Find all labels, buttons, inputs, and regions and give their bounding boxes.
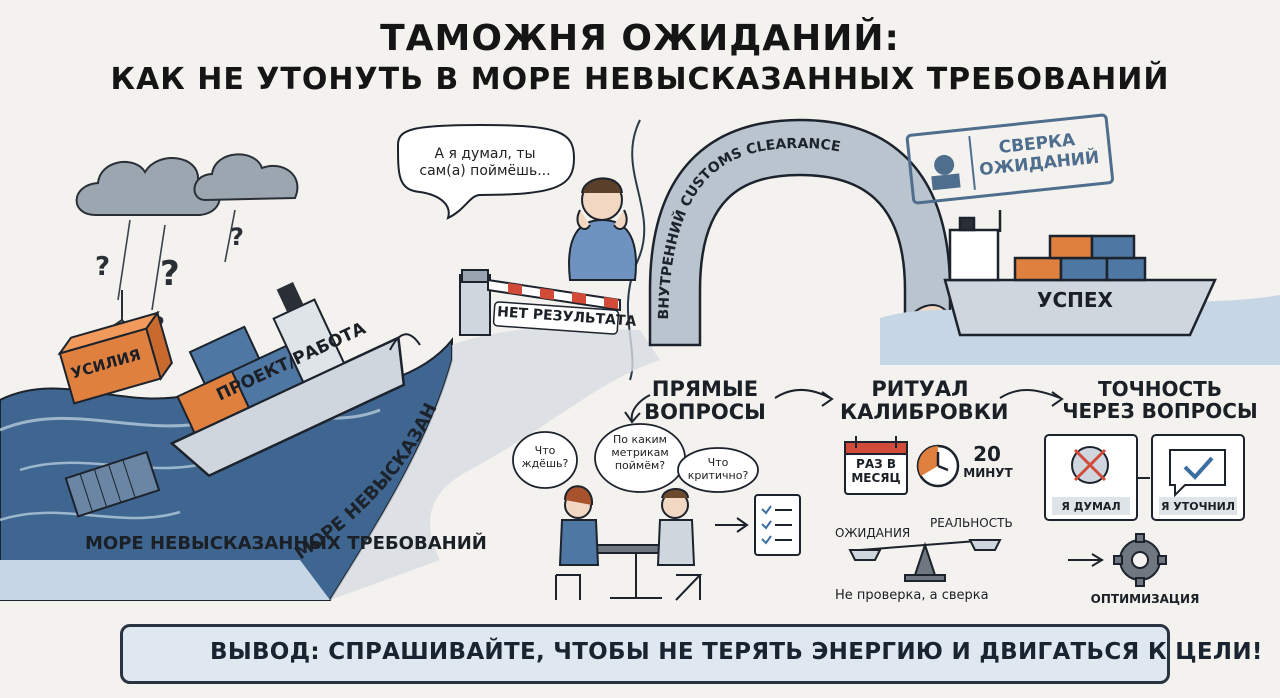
clock-icon — [916, 444, 960, 488]
question-mark-icon: ? — [230, 223, 244, 251]
worried-person-icon — [568, 177, 637, 281]
balance-scale-icon — [848, 539, 1002, 582]
question-mark-icon: ? — [95, 252, 110, 282]
card-label-assumed: Я ДУМАЛ — [1061, 500, 1121, 513]
gear-icon — [1068, 533, 1167, 587]
splash — [389, 333, 421, 351]
ritual-caption: Не проверка, а сверка — [835, 588, 989, 603]
sea-light-band — [0, 560, 330, 600]
title-line-1: ТАМОЖНЯ ОЖИДАНИЙ: — [380, 18, 900, 59]
optimization-label: ОПТИМИЗАЦИЯ — [1090, 592, 1200, 606]
scale-label-expectations: ОЖИДАНИЯ — [835, 526, 911, 540]
customs-arch — [648, 118, 952, 347]
success-ship-icon — [943, 210, 1217, 337]
bubble-metrics: По каким метрикам поймём? — [611, 433, 669, 473]
minutes-value: 20 — [973, 442, 1001, 466]
sinking-ship-icon — [169, 282, 406, 478]
calendar-icon — [844, 436, 908, 495]
question-mark-icon: ? — [160, 254, 180, 294]
card-label-clarified: Я УТОЧНИЛ — [1160, 500, 1236, 513]
clarified-card — [1151, 434, 1245, 521]
success-ship-label: УСПЕХ — [1037, 288, 1113, 312]
assumption-card — [1044, 434, 1138, 521]
minutes-unit: МИНУТ — [963, 466, 1013, 480]
road — [330, 328, 660, 600]
sea-label: МОРЕ НЕВЫСКАЗАННЫХ ТРЕБОВАНИЙ — [85, 533, 487, 554]
bubble-what-expect: Что ждёшь? — [521, 444, 569, 471]
speech-bubble-left — [396, 123, 576, 220]
storm-cloud-icon — [75, 153, 299, 216]
question-bubbles — [512, 423, 759, 493]
checklist-icon — [715, 494, 801, 556]
barrier-sign-plate — [492, 301, 620, 335]
title-line-2: КАК НЕ УТОНУТЬ В МОРЕ НЕВЫСКАЗАННЫХ ТРЕБ… — [110, 62, 1170, 97]
flow-arrows — [624, 389, 1064, 424]
speech-bubble-text: А я думал, ты сам(а) поймёшь... — [419, 146, 551, 179]
stamp — [905, 113, 1115, 205]
barrier-gate — [459, 269, 621, 336]
sunken-container-icon — [64, 450, 161, 518]
bubble-critical: Что критично? — [687, 456, 749, 483]
effort-crate — [57, 310, 173, 405]
conclusion-text: ВЫВОД: СПРАШИВАЙТЕ, ЧТОБЫ НЕ ТЕРЯТЬ ЭНЕР… — [210, 639, 1263, 665]
scale-label-reality: РЕАЛЬНОСТЬ — [930, 516, 1013, 530]
meeting-people-icon — [555, 485, 703, 601]
rain-lines — [117, 209, 236, 311]
conclusion-banner — [120, 624, 1170, 684]
